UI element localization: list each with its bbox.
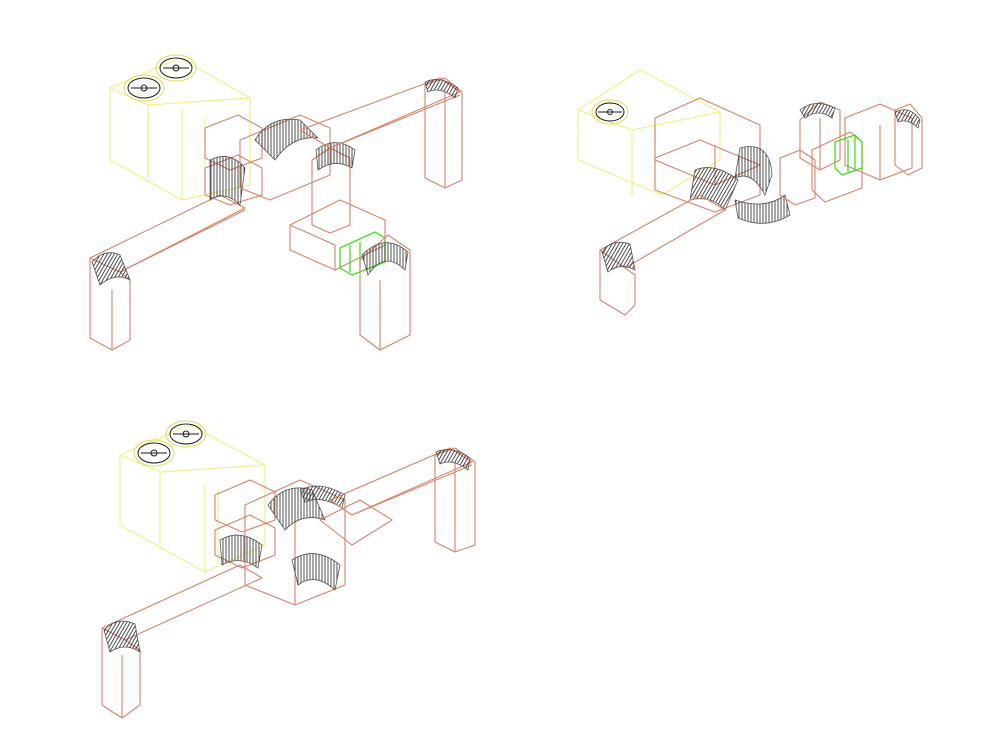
plenum: [214, 479, 276, 569]
elbow: [209, 156, 246, 206]
fan-icon: [591, 99, 629, 125]
fan-icon: [123, 74, 165, 102]
isometric-view-b: [577, 69, 923, 316]
elbow: [91, 252, 131, 286]
air-handling-unit: [119, 424, 266, 573]
duct-run: [359, 234, 411, 351]
trunk-duct: [244, 479, 393, 606]
duct-run: [329, 447, 476, 553]
fan-icon: [133, 439, 175, 467]
duct-run: [101, 564, 263, 719]
elbow: [689, 146, 791, 224]
plenum: [204, 114, 263, 206]
isometric-view-c: [101, 420, 476, 719]
duct-run: [299, 77, 463, 189]
elbow: [219, 534, 263, 569]
damper: [834, 134, 863, 176]
fan-icon: [155, 54, 197, 82]
duct-run: [599, 194, 726, 316]
isometric-view-a: [89, 54, 463, 351]
fan-icon: [165, 420, 207, 448]
trunk-duct: [779, 101, 923, 206]
